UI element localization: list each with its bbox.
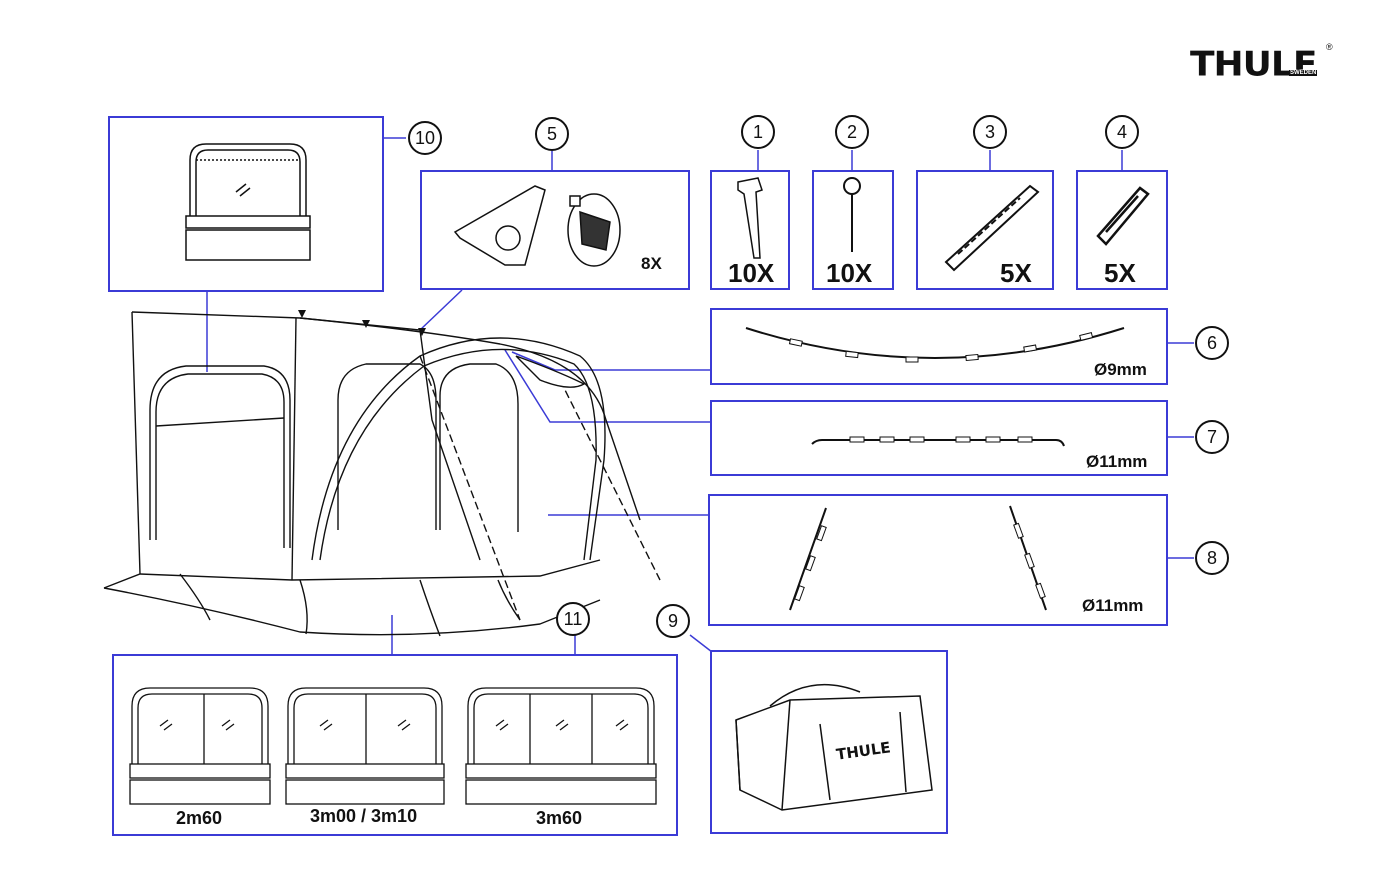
thule-logo-sub: SWEDEN bbox=[1289, 70, 1318, 76]
registered-mark: ® bbox=[1326, 42, 1333, 52]
panel-size-1: 2m60 bbox=[176, 808, 223, 828]
callout-1: 1 bbox=[741, 115, 775, 149]
callout-3: 3 bbox=[973, 115, 1007, 149]
callout-6: 6 bbox=[1195, 326, 1229, 360]
box-11-front-panels bbox=[112, 654, 678, 836]
diameter-pole-6: Ø9mm bbox=[1094, 360, 1147, 379]
qty-pegs: 10X bbox=[728, 258, 775, 288]
callout-7: 7 bbox=[1195, 420, 1229, 454]
panel-size-3: 3m60 bbox=[536, 808, 583, 828]
callout-4: 4 bbox=[1105, 115, 1139, 149]
qty-clamps: 8X bbox=[641, 254, 662, 273]
diameter-pole-7: Ø11mm bbox=[1086, 452, 1148, 471]
box-8-poles bbox=[708, 494, 1168, 626]
box-6-pole bbox=[710, 308, 1168, 385]
qty-ladder-short: 5X bbox=[1104, 258, 1136, 288]
callout-5: 5 bbox=[535, 117, 569, 151]
box-4-ladder-short bbox=[1076, 170, 1168, 290]
callout-2: 2 bbox=[835, 115, 869, 149]
qty-pins: 10X bbox=[826, 258, 873, 288]
callout-9: 9 bbox=[656, 604, 690, 638]
thule-logo: THULE bbox=[1190, 45, 1317, 84]
diameter-pole-8: Ø11mm bbox=[1082, 596, 1144, 615]
panel-size-2: 3m00 / 3m10 bbox=[310, 806, 418, 826]
qty-ladder-long: 5X bbox=[1000, 258, 1032, 288]
callout-10: 10 bbox=[408, 121, 442, 155]
box-2-pins bbox=[812, 170, 894, 290]
callout-8: 8 bbox=[1195, 541, 1229, 575]
box-7-pole bbox=[710, 400, 1168, 476]
callout-11: 11 bbox=[556, 602, 590, 636]
box-10-door-panel bbox=[108, 116, 384, 292]
